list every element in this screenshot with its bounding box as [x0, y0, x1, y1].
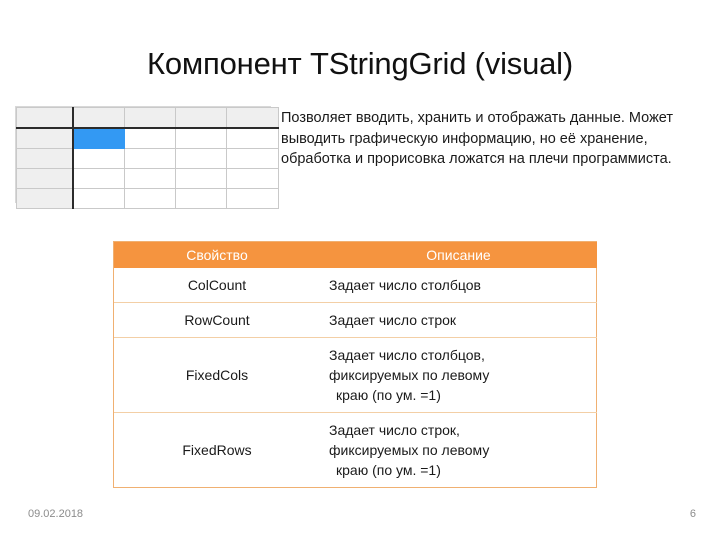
cell-property-name: FixedRows — [114, 412, 320, 487]
grid-row — [16, 148, 279, 169]
description-line: фиксируемых по левому — [329, 367, 490, 383]
cell-property-name: ColCount — [187, 277, 247, 293]
grid-cell[interactable] — [124, 168, 176, 189]
cell-property-name: FixedCols — [114, 337, 320, 413]
description-line: Задает число строк, — [329, 422, 460, 438]
table-header-row: Свойство Описание — [114, 242, 597, 268]
grid-cell[interactable] — [72, 188, 125, 209]
properties-table-body: ColCount Задает число столбцов RowCount … — [114, 268, 597, 487]
grid-cell[interactable] — [175, 127, 227, 149]
grid-header-cell[interactable] — [72, 107, 125, 129]
grid-cell[interactable] — [175, 148, 227, 169]
table-row: FixedCols Задает число столбцов, фиксиру… — [114, 337, 597, 413]
column-header-property: Свойство — [114, 242, 320, 268]
description-line: Задает число строк — [329, 312, 457, 328]
grid-row-header-cell[interactable] — [16, 148, 74, 169]
grid-cell[interactable] — [124, 148, 176, 169]
grid-row-header-cell[interactable] — [16, 188, 74, 209]
grid-cell[interactable] — [226, 127, 279, 149]
column-header-description: Описание — [320, 242, 597, 268]
cell-property-description: Задает число строк, фиксируемых по левом… — [320, 412, 597, 487]
grid-cell[interactable] — [175, 188, 227, 209]
table-row: FixedRows Задает число строк, фиксируемы… — [114, 412, 597, 487]
description-line: Задает число столбцов, — [329, 347, 485, 363]
grid-fixed-row — [16, 107, 279, 129]
grid-row-header-cell[interactable] — [16, 127, 74, 149]
description-line: Задает число столбцов — [329, 277, 481, 293]
string-grid-preview[interactable] — [15, 106, 279, 209]
grid-header-cell[interactable] — [226, 107, 279, 129]
page-title: Компонент TStringGrid (visual) — [147, 46, 573, 81]
description-line: краю (по ум. =1) — [336, 462, 441, 478]
cell-property-description: Задает число столбцов — [320, 268, 597, 303]
cell-property-description: Задает число строк — [320, 302, 597, 338]
grid-cell[interactable] — [226, 188, 279, 209]
grid-row-header-cell[interactable] — [16, 168, 74, 189]
grid-cell[interactable] — [175, 168, 227, 189]
grid-cell[interactable] — [124, 188, 176, 209]
grid-cell[interactable] — [226, 168, 279, 189]
grid-row — [16, 127, 279, 149]
string-grid-table — [16, 107, 279, 209]
grid-cell[interactable] — [124, 127, 176, 149]
table-row: RowCount Задает число строк — [114, 302, 597, 338]
description-line: фиксируемых по левому — [329, 442, 490, 458]
grid-cell[interactable] — [72, 168, 125, 189]
grid-row — [16, 168, 279, 189]
properties-table-head: Свойство Описание — [114, 242, 597, 268]
cell-property-name: RowCount — [114, 302, 320, 338]
cell-property-description: Задает число столбцов, фиксируемых по ле… — [320, 337, 597, 413]
grid-header-cell[interactable] — [124, 107, 176, 129]
footer-page-number: 6 — [689, 508, 696, 520]
table-row: ColCount Задает число столбцов — [114, 268, 597, 303]
properties-table: Свойство Описание ColCount Задает число … — [113, 241, 597, 488]
grid-cell[interactable] — [72, 148, 125, 169]
grid-cell-selected[interactable] — [72, 127, 125, 149]
grid-cell[interactable] — [226, 148, 279, 169]
grid-row — [16, 188, 279, 209]
footer-date: 09.02.2018 — [28, 508, 84, 520]
grid-header-cell[interactable] — [175, 107, 227, 129]
component-description: Позволяет вводить, хранить и отображать … — [281, 110, 674, 167]
description-line: краю (по ум. =1) — [336, 387, 441, 403]
grid-cell-corner[interactable] — [16, 107, 74, 129]
properties-table-grid: Свойство Описание ColCount Задает число … — [114, 242, 597, 487]
